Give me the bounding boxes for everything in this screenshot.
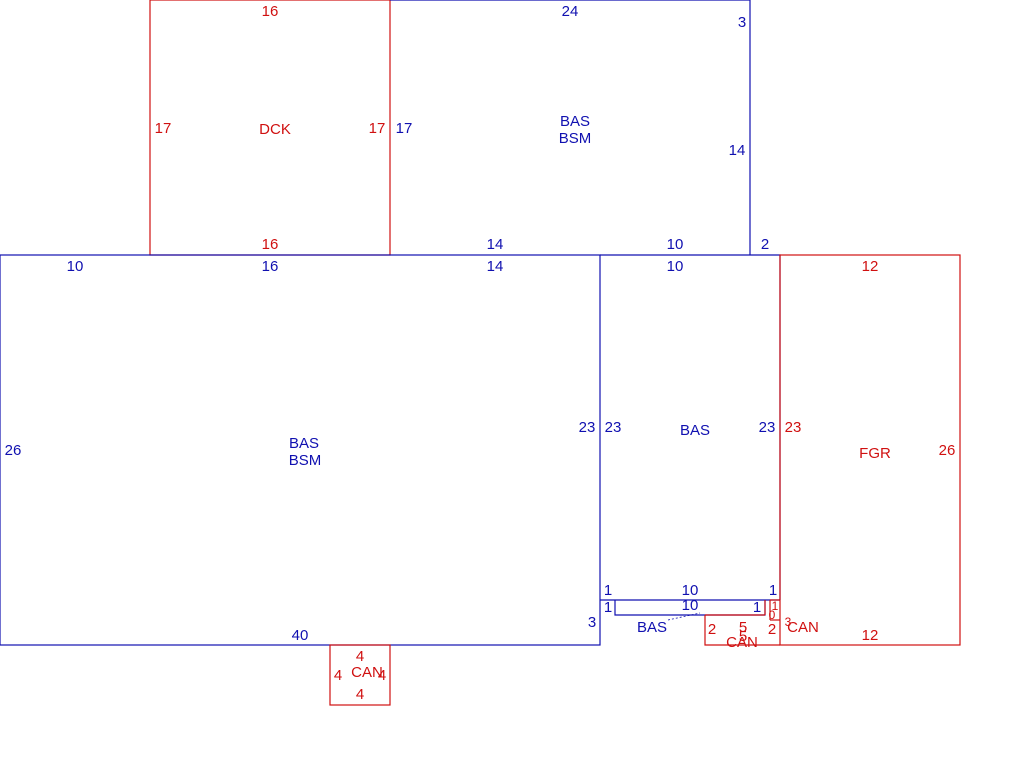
main-bas-top-dim-b: 16	[262, 258, 279, 275]
main-bas-top-dim-c: 14	[487, 258, 504, 275]
canopy-right-left-dim: 2	[708, 621, 716, 638]
garage-outline	[779, 254, 961, 646]
canopy-small-side-dim: 3	[785, 615, 792, 629]
upper-bas-top-dim: 24	[562, 3, 579, 20]
small-bas-leader	[667, 612, 701, 621]
canopy-bottom-left-dim: 4	[334, 667, 342, 684]
upper-bas-right-top-dim: 3	[738, 14, 746, 31]
main-bas-outline	[0, 254, 601, 646]
canopy-right-right-dim-a: 2	[768, 621, 776, 638]
middle-bas-top-dim: 10	[667, 258, 684, 275]
strip-right-bottom-dim: 1	[753, 599, 761, 616]
canopy-bottom-outline	[329, 644, 391, 706]
upper-bas-label: BAS	[560, 113, 590, 130]
canopy-bottom-label: CAN	[351, 664, 383, 681]
upper-bas-bottom-dim-a: 14	[487, 236, 504, 253]
canopy-bottom-bottom-dim: 4	[356, 686, 364, 703]
canopy-right-label: CAN	[726, 634, 758, 651]
main-bas-left-dim: 26	[5, 442, 22, 459]
upper-bas-area: 24 17 3 14 14 10 2 BAS BSM	[390, 0, 769, 255]
main-bas-top-dim-a: 10	[67, 258, 84, 275]
deck-label: DCK	[259, 121, 291, 138]
canopy-right-mid-dim: 5	[739, 619, 747, 636]
strip-right-top-dim: 1	[769, 582, 777, 599]
deck-bottom-dim: 16	[262, 236, 279, 253]
canopy-right-dim-c: 0	[769, 608, 776, 622]
garage-top-dim: 12	[862, 258, 879, 275]
strip-left-bottom-dim: 1	[604, 599, 612, 616]
middle-bas-right-dim: 23	[759, 419, 776, 436]
strip-top-dim: 10	[682, 582, 699, 599]
small-bas-label: BAS	[637, 619, 667, 636]
deck-right-dim: 17	[369, 120, 386, 137]
deck-top-dim: 16	[262, 3, 279, 20]
deck-left-dim: 17	[155, 120, 172, 137]
middle-bas-area: 10 23 23 BAS 1 10 1 1 10 1 BAS	[600, 254, 781, 636]
upper-bsm-label: BSM	[559, 130, 592, 147]
canopy-right-mid-dim-2: 5	[739, 628, 747, 645]
upper-bas-bottom-dim-b: 10	[667, 236, 684, 253]
middle-bas-label: BAS	[680, 422, 710, 439]
garage-right-dim: 26	[939, 442, 956, 459]
main-bas-area: 10 16 14 26 23 40 3 BAS BSM	[0, 254, 601, 646]
main-bas-bottom-right-dim: 3	[588, 614, 596, 631]
upper-bas-corner-dim: 2	[761, 236, 769, 253]
canopy-bottom-top-dim: 4	[356, 648, 364, 665]
main-bas-right-dim: 23	[579, 419, 596, 436]
garage-label: FGR	[859, 445, 891, 462]
garage-left-dim: 23	[785, 419, 802, 436]
canopy-right-area: 2 5 5 2 1 0 3 CAN CAN	[704, 599, 819, 651]
main-bsm-label: BSM	[289, 452, 322, 469]
upper-bas-right-dim: 14	[729, 142, 746, 159]
canopy-bottom-right-dim: 4	[378, 667, 386, 684]
canopy-small-label: CAN	[787, 619, 819, 636]
main-bas-label: BAS	[289, 435, 319, 452]
middle-bas-left-dim: 23	[605, 419, 622, 436]
deck-area: 16 16 17 17 DCK	[149, 0, 391, 256]
upper-bas-outline	[390, 0, 751, 255]
main-bas-bottom-dim: 40	[292, 627, 309, 644]
strip-bottom-dim: 10	[682, 597, 699, 614]
canopy-right-dim-b: 1	[772, 599, 779, 613]
strip-left-top-dim: 1	[604, 582, 612, 599]
garage-bottom-dim: 12	[862, 627, 879, 644]
garage-area: 12 23 26 12 FGR	[779, 254, 961, 646]
canopy-right-outline	[704, 615, 780, 646]
upper-bas-left-dim: 17	[396, 120, 413, 137]
canopy-bottom-area: 4 4 4 4 CAN	[329, 644, 391, 706]
